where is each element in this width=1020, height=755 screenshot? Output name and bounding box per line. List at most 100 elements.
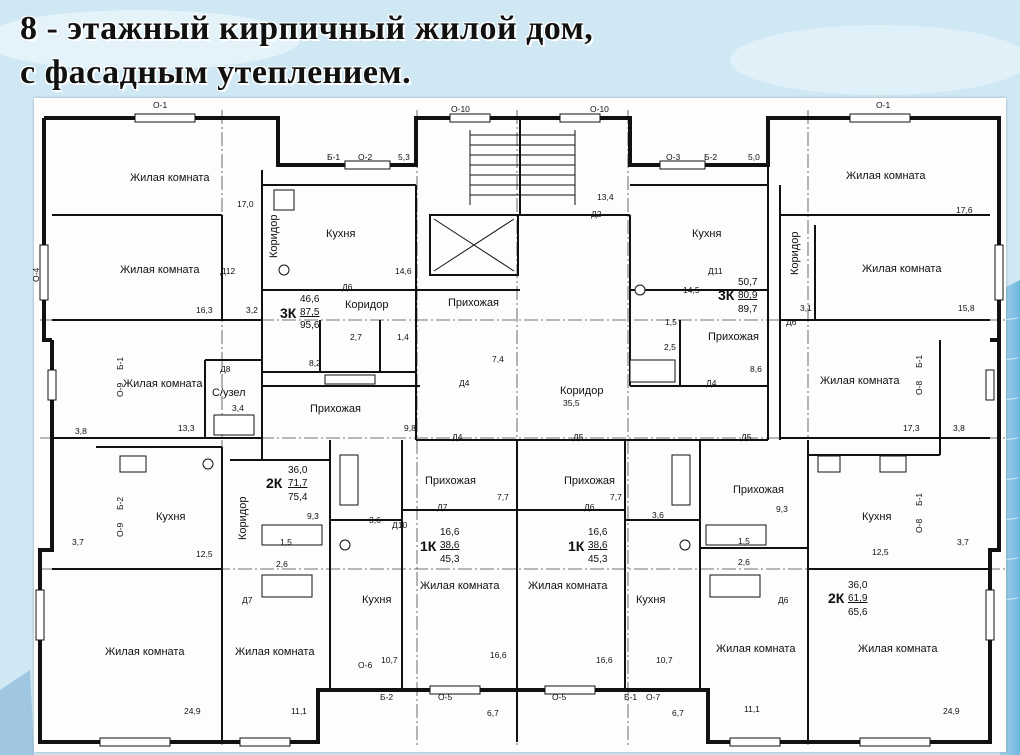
apt-living-area: 16,6 bbox=[440, 527, 460, 538]
area-label: 13,3 bbox=[178, 423, 195, 433]
area-label: 6,7 bbox=[487, 708, 499, 718]
marker-door: Д6 bbox=[342, 282, 353, 292]
room-living-10: Жилая комната bbox=[846, 170, 926, 182]
room-hall-3: Прихожая bbox=[425, 475, 476, 487]
area-label: 24,9 bbox=[184, 706, 201, 716]
marker-door: Д6 bbox=[584, 502, 595, 512]
area-label: 13,4 bbox=[597, 192, 614, 202]
room-kitchen-6: Кухня bbox=[692, 228, 721, 240]
area-label: 3,8 bbox=[75, 426, 87, 436]
area-label: 2,7 bbox=[350, 332, 362, 342]
area-label: 7,4 bbox=[492, 354, 504, 364]
apt-total-area: 75,4 bbox=[288, 492, 308, 503]
marker-o8: О-8 bbox=[914, 381, 924, 395]
area-label: 1,5 bbox=[280, 537, 292, 547]
apt-area: 38,6 bbox=[588, 540, 608, 551]
marker-door: Д12 bbox=[220, 266, 235, 276]
area-label: 1,4 bbox=[397, 332, 409, 342]
area-label: 12,5 bbox=[872, 547, 889, 557]
area-label: 9,3 bbox=[776, 504, 788, 514]
marker-door: Д11 bbox=[708, 266, 723, 276]
room-living-2: Жилая комната bbox=[120, 264, 200, 276]
apt-area: 61,9 bbox=[848, 593, 868, 604]
area-label: 35,5 bbox=[563, 398, 580, 408]
marker-b2: Б-2 bbox=[380, 692, 393, 702]
area-label: 14,5 bbox=[683, 285, 700, 295]
marker-door: Д4 bbox=[459, 378, 470, 388]
marker-o6: О-6 bbox=[358, 660, 372, 670]
apartment-summaries: 3К 46,6 87,5 95,6 3К 50,7 80,9 89,7 2К 3… bbox=[266, 277, 868, 618]
marker-door: Д5 bbox=[573, 432, 584, 442]
marker-door: Д6 bbox=[778, 595, 789, 605]
apt-type: 3К bbox=[718, 287, 735, 303]
marker-b1: Б-1 bbox=[624, 692, 637, 702]
area-label: 3,7 bbox=[72, 537, 84, 547]
marker-o4: О-4 bbox=[31, 268, 41, 282]
marker-o9: О-9 bbox=[115, 523, 125, 537]
apt-living-area: 46,6 bbox=[300, 294, 320, 305]
area-label: 7,7 bbox=[610, 492, 622, 502]
area-label: 9,8 bbox=[404, 423, 416, 433]
area-label: 3,6 bbox=[369, 515, 381, 525]
area-label: 8,6 bbox=[750, 364, 762, 374]
apt-living-area: 36,0 bbox=[848, 580, 868, 591]
area-label: 9,3 bbox=[307, 511, 319, 521]
area-label: 3,4 bbox=[232, 403, 244, 413]
apt-total-area: 89,7 bbox=[738, 304, 758, 315]
room-living-9: Жилая комната bbox=[858, 643, 938, 655]
apt-type: 3К bbox=[280, 305, 297, 321]
apt-total-area: 65,6 bbox=[848, 607, 868, 618]
marker-o5: О-5 bbox=[552, 692, 566, 702]
room-hall-6: Прихожая bbox=[733, 484, 784, 496]
area-label: 17,0 bbox=[237, 199, 254, 209]
room-hall-4: Прихожая bbox=[564, 475, 615, 487]
room-kitchen-4: Кухня bbox=[636, 594, 665, 606]
marker-o1: О-1 bbox=[153, 100, 167, 110]
marker-door: Д4 bbox=[452, 432, 463, 442]
area-label: 10,7 bbox=[381, 655, 398, 665]
marker-door: Д7 bbox=[242, 595, 253, 605]
page-title-line-2: с фасадным утеплением. bbox=[20, 54, 412, 91]
room-kitchen-1: Кухня bbox=[326, 228, 355, 240]
marker-door: Д2 bbox=[591, 209, 602, 219]
marker-o10: О-10 bbox=[590, 104, 609, 114]
marker-door: Д7 bbox=[437, 502, 448, 512]
marker-door: Д10 bbox=[392, 520, 407, 530]
room-hall-2: Прихожая bbox=[310, 403, 361, 415]
windows bbox=[35, 113, 1004, 747]
apt-living-area: 50,7 bbox=[738, 277, 758, 288]
apt-type: 2К bbox=[266, 475, 283, 491]
room-corridor-3: Коридор bbox=[268, 215, 280, 258]
element-markers: О-1 О-1 О-2 О-3 Б-1 Б-2 О-10 О-10 О-4 О-… bbox=[31, 100, 924, 702]
area-label: 14,6 bbox=[395, 266, 412, 276]
marker-b1: Б-1 bbox=[327, 152, 340, 162]
staircase bbox=[433, 130, 576, 272]
marker-b1: Б-1 bbox=[914, 355, 924, 368]
room-living-11: Жилая комната bbox=[862, 263, 942, 275]
area-label: 15,8 bbox=[958, 303, 975, 313]
room-living-6: Жилая комната bbox=[420, 580, 500, 592]
area-label: 1,5 bbox=[738, 536, 750, 546]
area-label: 3,6 bbox=[652, 510, 664, 520]
area-label: 16,6 bbox=[490, 650, 507, 660]
apt-type: 1К bbox=[420, 538, 437, 554]
room-corridor-1: Коридор bbox=[345, 299, 388, 311]
room-living-8: Жилая комната bbox=[716, 643, 796, 655]
marker-b1: Б-1 bbox=[115, 357, 125, 370]
area-label: 11,1 bbox=[744, 704, 760, 714]
apt-area: 80,9 bbox=[738, 290, 758, 301]
room-living-5: Жилая комната bbox=[235, 646, 315, 658]
page-title-line-1: 8 - этажный кирпичный жилой дом, bbox=[20, 10, 594, 47]
marker-o10: О-10 bbox=[451, 104, 470, 114]
apt-total-area: 45,3 bbox=[440, 554, 460, 565]
area-label: 24,9 bbox=[943, 706, 960, 716]
marker-o2: О-2 bbox=[358, 152, 372, 162]
area-label: 17,3 bbox=[903, 423, 920, 433]
area-label: 7,7 bbox=[497, 492, 509, 502]
marker-o1: О-1 bbox=[876, 100, 890, 110]
marker-o8: О-8 bbox=[914, 519, 924, 533]
marker-b1: Б-1 bbox=[914, 493, 924, 506]
area-label: 8,2 bbox=[309, 358, 321, 368]
marker-door: Д4 bbox=[706, 378, 717, 388]
